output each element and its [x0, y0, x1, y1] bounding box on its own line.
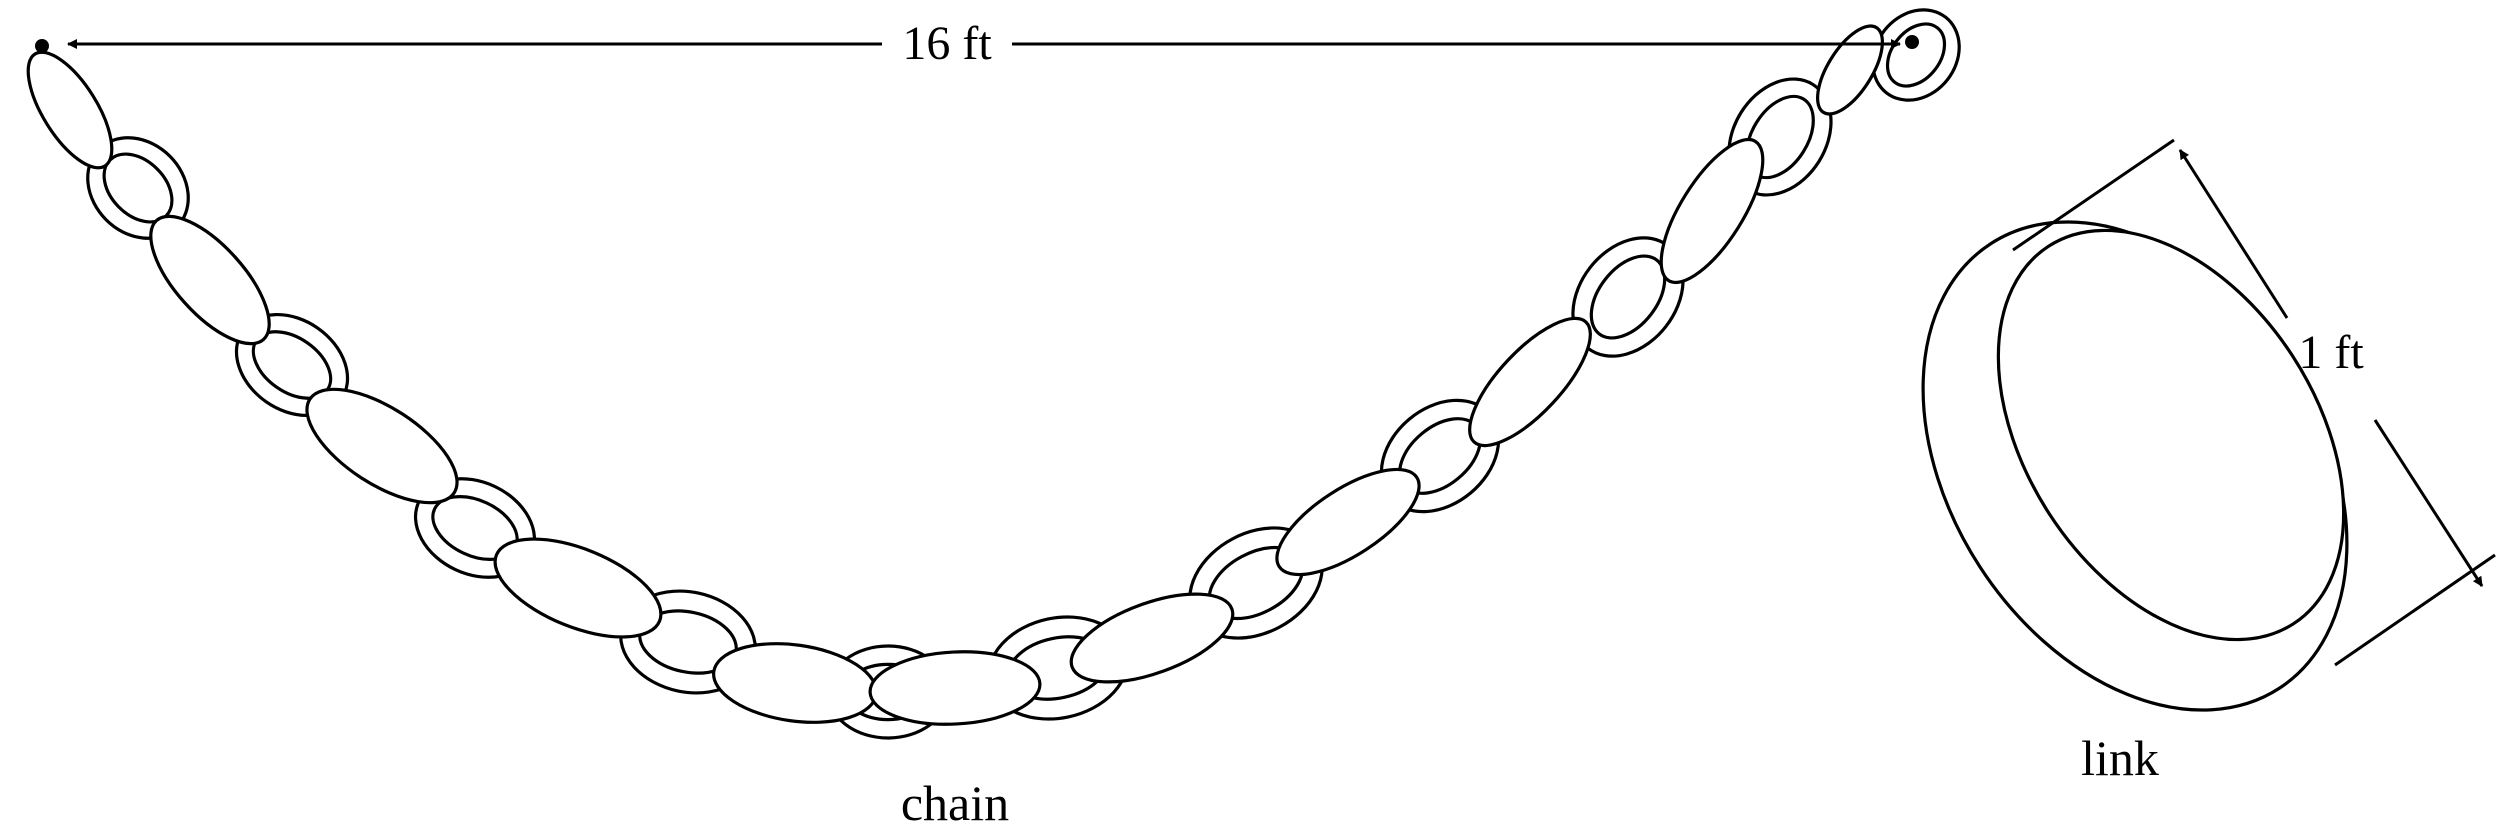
link-length-arrow-a	[2178, 149, 2289, 319]
chain-flat-link	[26, 50, 114, 170]
chain	[26, 8, 1961, 740]
chain-caption: chain	[901, 775, 1009, 831]
link-extension-line-top	[2012, 138, 2175, 252]
chain-flat-link	[1069, 592, 1235, 684]
link-inner-ring	[1996, 228, 2346, 642]
link-length-arrow-b	[2373, 419, 2484, 587]
chain-flat-link	[1815, 24, 1885, 116]
chain-flat-link	[1468, 316, 1592, 448]
chain-ring-link-inner	[1589, 254, 1667, 340]
chain-flat-link	[868, 650, 1042, 726]
span-dimension: 16 ft	[35, 17, 1919, 70]
link-length-label: 1 ft	[2298, 326, 2364, 379]
chain-flat-link	[149, 214, 271, 346]
span-label: 16 ft	[902, 17, 992, 70]
chain-flat-link	[493, 537, 663, 639]
link-caption: link	[2081, 730, 2159, 786]
left-anchor-point	[35, 39, 49, 53]
chain-flat-link	[1275, 467, 1421, 577]
chain-flat-link	[305, 387, 459, 505]
link-extension-line-bottom	[2334, 553, 2496, 667]
chain-flat-link	[1659, 137, 1765, 285]
right-anchor-point	[1905, 35, 1919, 49]
link-detail: 1 ft	[1921, 138, 2496, 712]
